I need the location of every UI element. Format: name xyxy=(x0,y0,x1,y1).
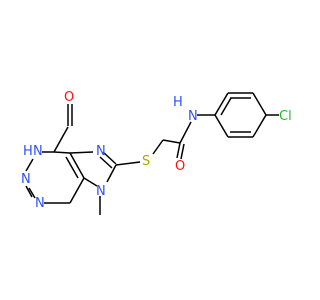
bond xyxy=(152,139,164,155)
bond xyxy=(180,143,185,160)
bond xyxy=(69,152,85,179)
bond xyxy=(106,164,117,183)
bond xyxy=(53,151,71,154)
atom-n-ring-1: N xyxy=(33,144,43,159)
bond xyxy=(179,121,192,144)
atom-n-imidazole: N xyxy=(96,144,106,159)
atom-o-ring: O xyxy=(64,90,74,105)
molecule-structure-canvas: O H N N N N N S O H N Cl xyxy=(21,90,292,215)
bond xyxy=(214,92,229,116)
atom-n-ring-3: N xyxy=(35,196,45,211)
bond xyxy=(102,151,117,165)
molecule-diagram: O H N N N N N S O H N Cl xyxy=(21,90,292,215)
bond xyxy=(115,161,141,166)
bond xyxy=(65,156,79,179)
bond xyxy=(214,114,229,138)
bond xyxy=(220,97,232,116)
atom-cl: Cl xyxy=(279,109,292,124)
bond xyxy=(252,114,267,138)
atom-n-amide: N xyxy=(188,109,198,124)
atom-s: S xyxy=(142,154,150,169)
bond xyxy=(53,126,69,153)
atom-h-ring: H xyxy=(23,144,33,159)
atom-h-amide: H xyxy=(173,95,183,110)
bond xyxy=(25,158,34,172)
atom-o-amide: O xyxy=(175,159,185,174)
atom-n-methyl: N xyxy=(96,184,106,199)
bond xyxy=(25,185,33,198)
bond xyxy=(176,142,181,159)
atom-labels: O H N N N N N S O H N Cl xyxy=(21,90,292,211)
bond xyxy=(83,177,98,187)
bond xyxy=(69,177,85,204)
atom-n-ring-2: N xyxy=(21,172,31,187)
bond xyxy=(162,139,181,144)
bond xyxy=(69,151,94,154)
bond xyxy=(252,92,267,116)
bonds xyxy=(25,92,279,215)
bond xyxy=(28,187,36,199)
bond xyxy=(99,156,113,169)
